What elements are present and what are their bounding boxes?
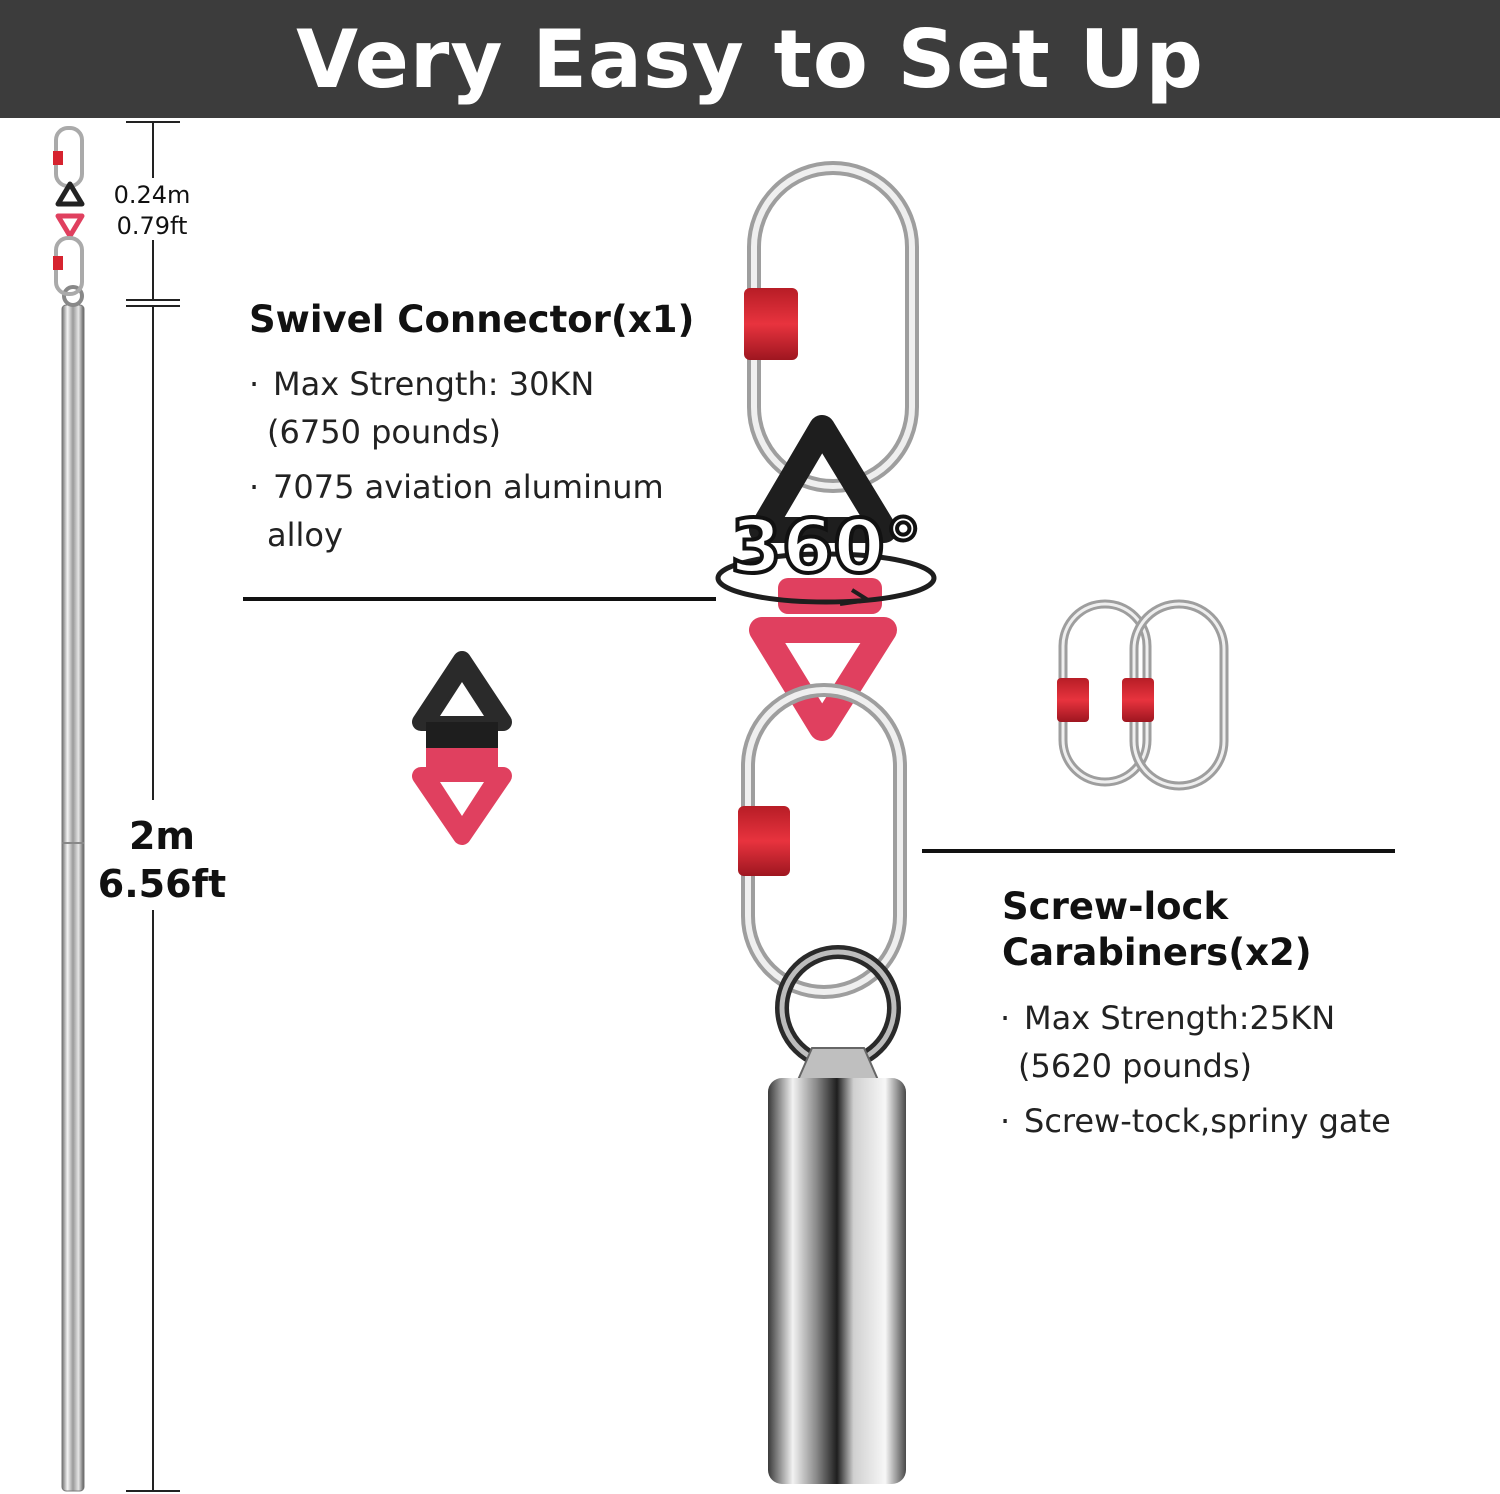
pole-length-label: 2m 6.56ft bbox=[92, 812, 232, 908]
bullet: · bbox=[249, 365, 260, 403]
pole-length-feet: 6.56ft bbox=[97, 862, 227, 906]
dimension-lines bbox=[126, 121, 180, 1492]
swivel-spec-strength: · Max Strength: 30KN (6750 pounds) bbox=[249, 360, 719, 456]
rotation-arrow-icon bbox=[839, 588, 874, 606]
page-title: Very Easy to Set Up bbox=[296, 12, 1204, 106]
weight-tube bbox=[768, 1078, 906, 1484]
spec-text: (5620 pounds) bbox=[1018, 1047, 1253, 1085]
spec-text: Max Strength:25KN bbox=[1024, 999, 1336, 1037]
pole-length-meters: 2m bbox=[128, 814, 196, 858]
connector-length-meters: 0.24m bbox=[113, 181, 191, 209]
connector-length-label: 0.24m 0.79ft bbox=[96, 180, 208, 242]
bullet: · bbox=[249, 468, 260, 506]
carabiner-spec-gate: · Screw-tock,spriny gate bbox=[1000, 1097, 1480, 1145]
rotation-badge: 360° bbox=[730, 504, 921, 590]
bullet: · bbox=[1000, 999, 1011, 1037]
divider bbox=[922, 849, 1395, 853]
carabiner-icon bbox=[738, 683, 907, 999]
swivel-connector-icon bbox=[412, 651, 512, 845]
bullet: · bbox=[1000, 1102, 1011, 1140]
spec-text: (6750 pounds) bbox=[267, 413, 502, 451]
eye-bolt-icon bbox=[775, 945, 901, 1081]
connector-length-feet: 0.79ft bbox=[116, 212, 188, 240]
spec-text: Screw-tock,spriny gate bbox=[1024, 1102, 1391, 1140]
header-banner: Very Easy to Set Up bbox=[0, 0, 1500, 118]
carabiner-spec-strength: · Max Strength:25KN (5620 pounds) bbox=[1000, 994, 1420, 1090]
carabiner-title: Screw-lock Carabiners(x2) bbox=[1002, 884, 1362, 976]
carabiner-title-line: Screw-lock bbox=[1002, 885, 1229, 928]
swivel-title: Swivel Connector(x1) bbox=[249, 298, 695, 341]
carabiner-icon bbox=[744, 161, 919, 493]
spec-text: alloy bbox=[267, 516, 343, 554]
carabiner-icon bbox=[1122, 599, 1229, 791]
pole-illustration bbox=[53, 126, 85, 1492]
swivel-connector-icon: 360° bbox=[715, 415, 937, 741]
carabiner-title-line: Carabiners(x2) bbox=[1002, 931, 1312, 974]
divider bbox=[243, 597, 716, 601]
swivel-spec-material: · 7075 aviation aluminum alloy bbox=[249, 463, 719, 559]
spec-text: 7075 aviation aluminum bbox=[273, 468, 664, 506]
spec-text: Max Strength: 30KN bbox=[273, 365, 595, 403]
